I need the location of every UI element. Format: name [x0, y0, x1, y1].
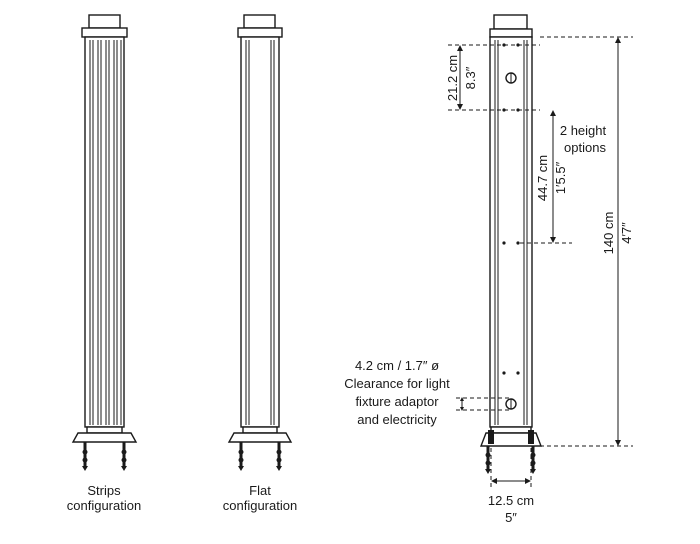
middle-dim-in: 1′5.5″: [553, 161, 568, 194]
dim-post-anchor-bolts: [485, 446, 536, 474]
width-dim-in: 5″: [505, 510, 517, 525]
strips-body: [84, 36, 125, 428]
dim-post-cap-collar: [489, 28, 533, 38]
dimensioned-post: [479, 14, 543, 474]
flat-cap: [243, 14, 276, 29]
total-dimension: 140 cm 4′7″: [540, 36, 634, 447]
clearance-line2: Clearance for light: [344, 376, 450, 391]
flat-anchor-bolts: [238, 442, 282, 471]
flat-base-neck: [242, 426, 278, 434]
flat-body: [240, 36, 280, 428]
top-dim-in: 8.3″: [463, 66, 478, 89]
clearance-line3: fixture adaptor: [355, 394, 439, 409]
width-dimension: [490, 448, 532, 490]
top-dimension: 21.2 cm 8.3″: [445, 44, 540, 111]
strips-label-line2: configuration: [67, 498, 141, 513]
flat-label-line2: configuration: [223, 498, 297, 513]
flat-post: [227, 14, 293, 471]
strips-base-neck: [86, 426, 123, 434]
flat-cap-collar: [237, 27, 283, 38]
flat-label-line1: Flat: [249, 483, 271, 498]
height-options-line1: 2 height: [560, 123, 607, 138]
width-dim-cm: 12.5 cm: [488, 493, 534, 508]
total-dim-in: 4′7″: [619, 222, 634, 244]
top-dim-cm: 21.2 cm: [445, 55, 460, 101]
flat-base: [227, 432, 293, 443]
strips-grooves: [89, 40, 122, 425]
strips-base: [71, 432, 138, 443]
strips-post: [71, 14, 138, 471]
dim-post-body: [489, 36, 533, 428]
total-dim-cm: 140 cm: [601, 212, 616, 255]
dim-post-cap: [493, 14, 528, 30]
strips-anchor-bolts: [82, 442, 127, 471]
middle-dimension: 44.7 cm 1′5.5″: [520, 110, 572, 244]
strips-cap: [88, 14, 121, 29]
clearance-line4: and electricity: [357, 412, 437, 427]
clearance-line1: 4.2 cm / 1.7″ ø: [355, 358, 439, 373]
clearance-dimension: [456, 397, 510, 411]
dim-post-cable-openings: [505, 72, 517, 410]
middle-dim-cm: 44.7 cm: [535, 155, 550, 201]
strips-label-line1: Strips: [87, 483, 121, 498]
strips-cap-collar: [81, 27, 128, 38]
height-options-line2: options: [564, 140, 606, 155]
